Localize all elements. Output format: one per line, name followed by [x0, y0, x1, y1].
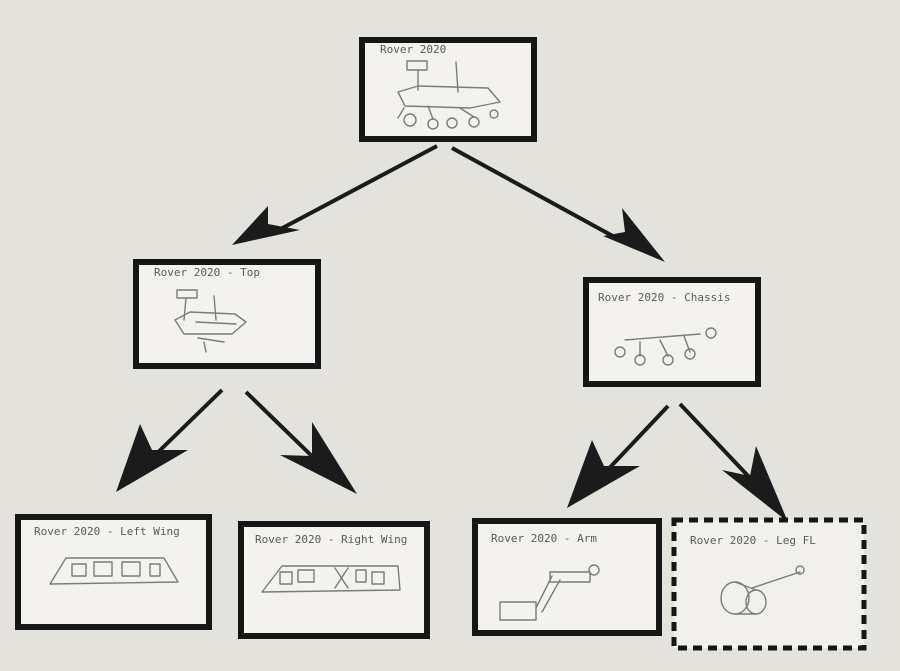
- node-arm: Rover 2020 - Arm: [472, 518, 662, 636]
- node-label-left-wing: Rover 2020 - Left Wing: [34, 525, 180, 538]
- node-label-arm: Rover 2020 - Arm: [491, 532, 597, 545]
- edge-root-chassis: [451, 146, 665, 262]
- node-left-wing: Rover 2020 - Left Wing: [15, 514, 212, 630]
- node-label-chassis: Rover 2020 - Chassis: [598, 291, 730, 304]
- node-label-root: Rover 2020: [380, 43, 446, 56]
- node-label-top: Rover 2020 - Top: [154, 266, 260, 279]
- edge-chassis-arm: [567, 404, 670, 508]
- right-wing-sketch: [261, 565, 401, 593]
- node-label-leg-fl: Rover 2020 - Leg FL: [690, 534, 816, 547]
- node-chassis: Rover 2020 - Chassis: [583, 277, 761, 387]
- edge-root-top: [232, 144, 438, 245]
- rover-top-sketch: [174, 289, 247, 353]
- arm-sketch: [499, 564, 600, 621]
- chassis-sketch: [614, 327, 717, 366]
- node-label-right-wing: Rover 2020 - Right Wing: [255, 533, 407, 546]
- edge-top-right-wing: [244, 390, 357, 494]
- left-wing-sketch: [49, 557, 179, 585]
- node-top: Rover 2020 - Top: [133, 259, 321, 369]
- leg-sketch: [720, 565, 805, 615]
- full-rover-sketch: [397, 60, 501, 130]
- node-right-wing: Rover 2020 - Right Wing: [238, 521, 430, 639]
- edge-top-left-wing: [116, 388, 224, 492]
- edge-chassis-leg-fl: [678, 402, 788, 522]
- node-leg-fl: Rover 2020 - Leg FL: [671, 517, 867, 651]
- node-root: Rover 2020: [359, 37, 537, 142]
